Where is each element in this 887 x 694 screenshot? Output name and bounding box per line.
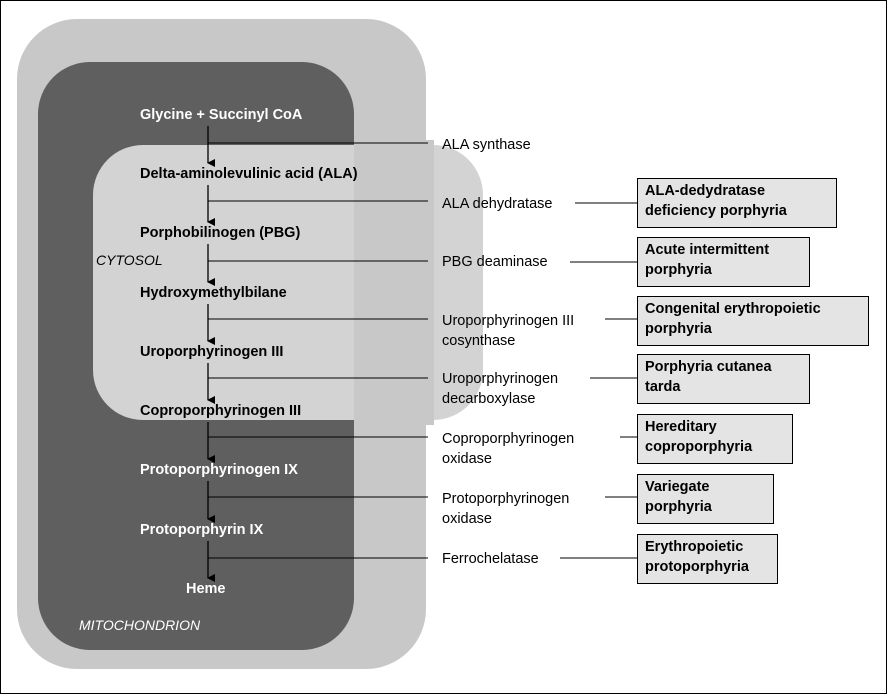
disease-hereditary-coproporphyria: Hereditary coproporphyria: [637, 414, 793, 464]
enzyme-uroporphyrinogen-decarboxylase: Uroporphyrinogen decarboxylase: [442, 371, 559, 407]
enzyme-coproporphyrinogen-oxidase: Coproporphyrinogen oxidase: [442, 431, 575, 467]
metabolite-protoporphyrin-ix: Protoporphyrin IX: [140, 522, 264, 538]
metabolite-protoporphyrinogen-ix: Protoporphyrinogen IX: [140, 462, 298, 478]
metabolite-glycine-succinyl-coa: Glycine + Succinyl CoA: [140, 107, 303, 123]
enzyme-ferrochelatase: Ferrochelatase: [442, 551, 539, 567]
metabolite-heme: Heme: [186, 581, 226, 597]
metabolite-coproporphyrinogen-iii: Coproporphyrinogen III: [140, 403, 302, 419]
metabolite-porphobilinogen: Porphobilinogen (PBG): [140, 225, 301, 241]
metabolite-hydroxymethylbilane: Hydroxymethylbilane: [140, 285, 287, 301]
cytosol-region-clip: [354, 140, 434, 425]
cytosol-label: CYTOSOL: [96, 252, 163, 268]
disease-congenital-erythropoietic-porphyria: Congenital erythropoietic porphyria: [637, 296, 869, 346]
disease-porphyria-cutanea-tarda: Porphyria cutanea tarda: [637, 354, 810, 404]
enzyme-uroporphyrinogen-iii-cosynthase: Uroporphyrinogen III cosynthase: [442, 313, 575, 349]
disease-acute-intermittent-porphyria: Acute intermittent porphyria: [637, 237, 810, 287]
enzyme-pbg-deaminase: PBG deaminase: [442, 254, 548, 270]
disease-ala-dehydratase-deficiency-porphyria: ALA-dedydratase deficiency porphyria: [637, 178, 837, 228]
disease-erythropoietic-protoporphyria: Erythropoietic protoporphyria: [637, 534, 778, 584]
mitochondrion-label: MITOCHONDRION: [79, 617, 201, 633]
metabolite-ala: Delta-aminolevulinic acid (ALA): [140, 166, 358, 182]
disease-variegate-porphyria: Variegate porphyria: [637, 474, 774, 524]
metabolite-uroporphyrinogen-iii: Uroporphyrinogen III: [140, 344, 284, 360]
enzyme-ala-synthase: ALA synthase: [442, 137, 531, 153]
enzyme-ala-dehydratase: ALA dehydratase: [442, 196, 553, 212]
enzyme-connectors: [208, 142, 637, 559]
enzyme-protoporphyrinogen-oxidase: Protoporphyrinogen oxidase: [442, 491, 570, 527]
